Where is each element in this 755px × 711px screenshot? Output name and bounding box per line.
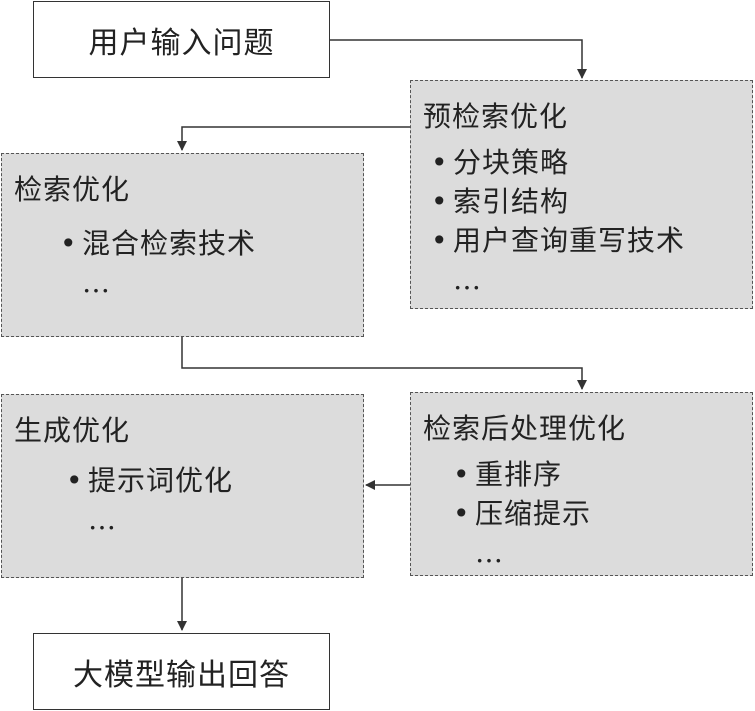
output-label: 大模型输出回答 bbox=[73, 657, 290, 693]
generation-node: 生成优化 •提示词优化 … bbox=[1, 394, 364, 578]
list-item-ellipsis: … bbox=[82, 266, 111, 299]
list-item: •重排序 bbox=[453, 455, 591, 494]
bullet-icon: • bbox=[431, 185, 449, 218]
user-input-node: 用户输入问题 bbox=[33, 1, 330, 78]
generation-list: •提示词优化 … bbox=[66, 461, 233, 539]
list-item-ellipsis: … bbox=[453, 263, 482, 296]
list-item: •分块策略 bbox=[431, 143, 685, 182]
user-input-label: 用户输入问题 bbox=[88, 25, 275, 61]
arrow-input-to-pre-retrieval bbox=[330, 39, 587, 79]
retrieval-title: 检索优化 bbox=[14, 173, 131, 206]
bullet-icon: • bbox=[453, 497, 471, 530]
list-item: •提示词优化 bbox=[66, 461, 233, 500]
bullet-icon: • bbox=[431, 224, 449, 257]
list-item: •用户查询重写技术 bbox=[431, 221, 685, 260]
post-retrieval-list: •重排序 •压缩提示 … bbox=[453, 455, 591, 572]
bullet-icon: • bbox=[66, 464, 84, 497]
retrieval-list: •混合检索技术 … bbox=[60, 224, 256, 302]
post-retrieval-title: 检索后处理优化 bbox=[423, 412, 627, 445]
bullet-icon: • bbox=[60, 227, 78, 260]
list-item-ellipsis: … bbox=[88, 503, 117, 536]
arrow-retrieval-to-post-retrieval bbox=[181, 337, 587, 390]
pre-retrieval-list: •分块策略 •索引结构 •用户查询重写技术 … bbox=[431, 143, 685, 299]
list-item-ellipsis: … bbox=[475, 536, 504, 569]
bullet-icon: • bbox=[453, 458, 471, 491]
list-item: •混合检索技术 bbox=[60, 224, 256, 263]
pre-retrieval-node: 预检索优化 •分块策略 •索引结构 •用户查询重写技术 … bbox=[410, 80, 753, 309]
list-item: •压缩提示 bbox=[453, 494, 591, 533]
retrieval-node: 检索优化 •混合检索技术 … bbox=[1, 153, 364, 337]
output-node: 大模型输出回答 bbox=[33, 633, 330, 710]
arrow-pre-retrieval-to-retrieval bbox=[177, 126, 410, 151]
list-item: •索引结构 bbox=[431, 182, 685, 221]
bullet-icon: • bbox=[431, 146, 449, 179]
generation-title: 生成优化 bbox=[14, 414, 131, 447]
pre-retrieval-title: 预检索优化 bbox=[423, 100, 569, 133]
post-retrieval-node: 检索后处理优化 •重排序 •压缩提示 … bbox=[410, 392, 753, 576]
